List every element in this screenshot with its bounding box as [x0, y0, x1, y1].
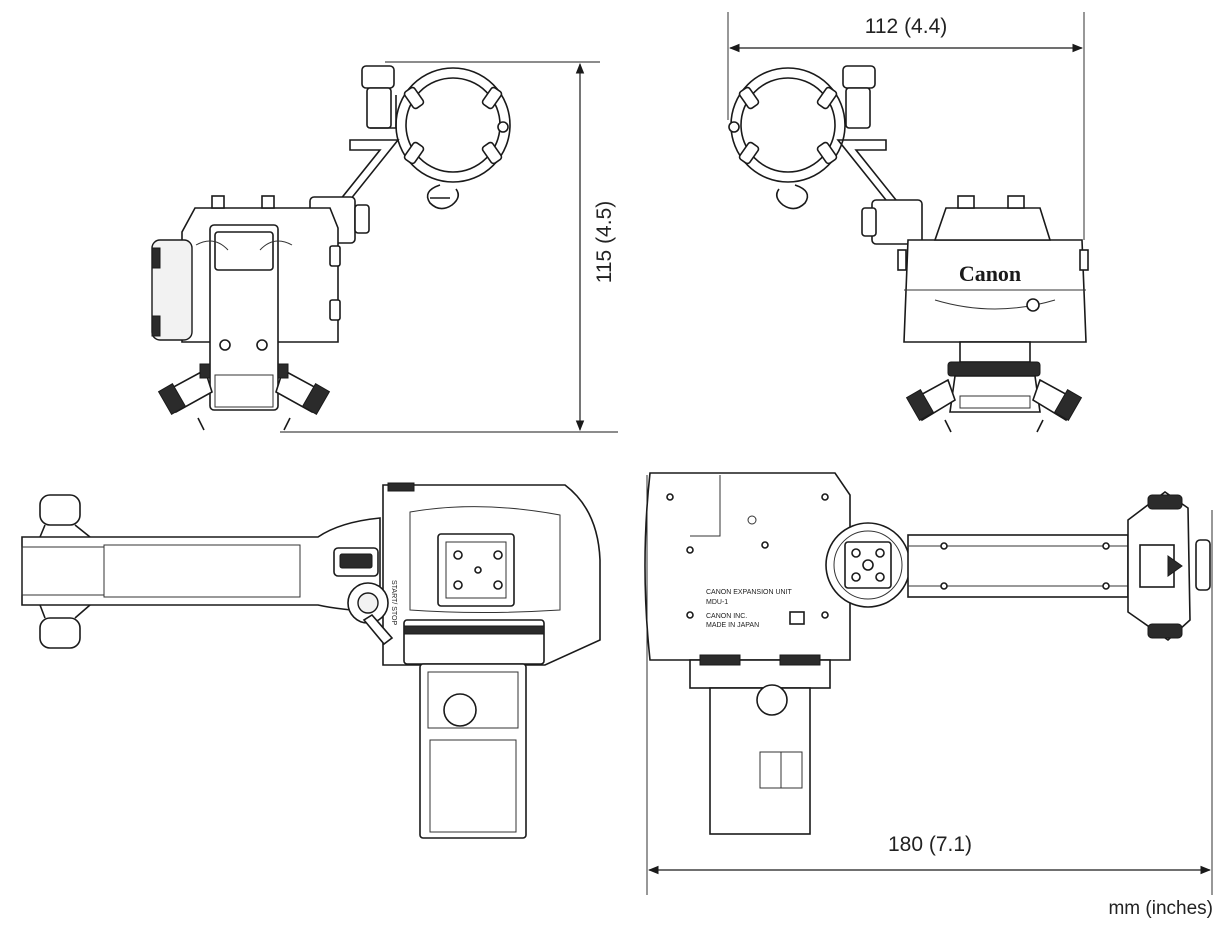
length-dimension: 180 (7.1) [646, 475, 1213, 895]
front-view: Canon [728, 65, 1089, 433]
start-stop-label: START/ STOP [390, 580, 397, 625]
model-line-1: CANON EXPANSION UNIT [706, 589, 793, 596]
bottom-label-block: CANON EXPANSION UNIT MDU-1 CANON INC. MA… [706, 589, 793, 629]
maker-line-2: MADE IN JAPAN [706, 622, 759, 629]
width-label: 112 (4.4) [865, 15, 948, 38]
bottom-view: CANON EXPANSION UNIT MDU-1 CANON INC. MA… [644, 472, 1211, 835]
length-label: 180 (7.1) [888, 833, 972, 856]
height-dimension: 115 (4.5) [280, 61, 618, 433]
top-view: START/ STOP [21, 482, 601, 839]
rear-view [151, 65, 511, 431]
model-line-2: MDU-1 [706, 599, 728, 606]
maker-line-1: CANON INC. [706, 613, 747, 620]
units-note: mm (inches) [1108, 898, 1213, 919]
height-label: 115 (4.5) [593, 201, 616, 284]
width-dimension: 112 (4.4) [727, 12, 1085, 240]
canon-logo: Canon [959, 261, 1021, 286]
